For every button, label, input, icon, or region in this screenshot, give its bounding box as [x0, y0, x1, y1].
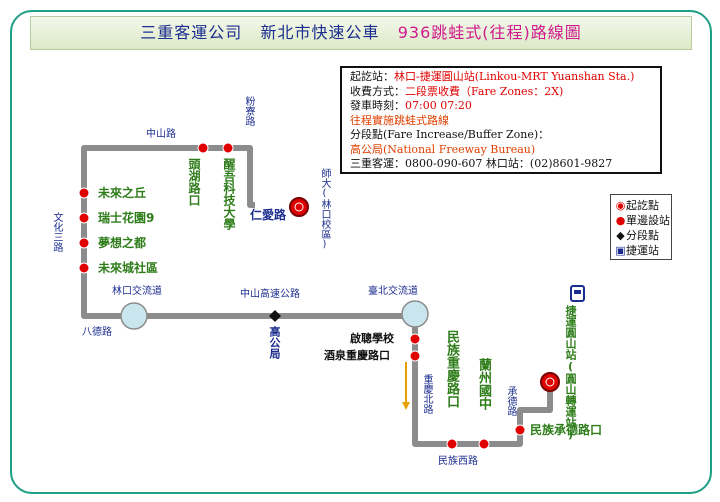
stop-label-gaogongju: 高公局 [268, 326, 281, 359]
interchange-label-linkou: 林口交流道 [112, 286, 162, 297]
map-legend: ◉起訖點 ●單邊設站 ◆分段點 ▣捷運站 [610, 194, 672, 260]
stop-label-weilai: 未來之丘 [98, 186, 147, 200]
road-label-bade: 八德路 [82, 327, 112, 338]
service-name: 新北市快速公車 [260, 23, 380, 42]
stop-label-jiuquan: 酒泉重慶路口 [324, 349, 390, 362]
direction-arrowhead [402, 402, 410, 410]
legend-label-single-side: 單邊設站 [626, 214, 670, 227]
end-stop-ring [545, 377, 555, 387]
stop-marker-jiuquan [409, 350, 421, 362]
stop-marker-minzu-chengde [514, 424, 526, 436]
stop-marker-mengxiang [78, 237, 90, 249]
interchange-label-taipei: 臺北交流道 [368, 286, 418, 297]
legend-item-single-side: ●單邊設站 [615, 213, 670, 228]
stop-label-mengxiang: 夢想之都 [98, 236, 147, 250]
section-point-icon: ◆ [616, 229, 625, 242]
stop-label-xingwu: 醒吾科技大學 [222, 158, 236, 230]
info-fare-value: 二段票收費（Fare Zones：2X) [405, 84, 564, 98]
legend-label-mrt: 捷運站 [626, 244, 659, 257]
stop-marker-ruishi [78, 212, 90, 224]
legend-label-section: 分段點 [626, 229, 659, 242]
info-time-label: 發車時刻： [350, 99, 405, 112]
info-start-label: 起訖站： [350, 70, 394, 83]
stop-marker-lanzhou [478, 438, 490, 450]
info-jump-line: 往程實施跳蛙式路線 [350, 113, 449, 127]
stop-label-toufu: 頭湖路口 [187, 158, 201, 206]
start-stop-marker [289, 197, 309, 217]
stop-label-weilaicheng: 未來城社區 [98, 261, 159, 275]
info-start: 起訖站：林口-捷運圓山站(Linkou-MRT Yuanshan Sta.) [350, 70, 652, 85]
map-frame [10, 10, 712, 494]
single-side-stop-icon: ● [615, 214, 626, 227]
info-section-label: 分段點(Fare Increase/Buffer Zone)： [350, 128, 550, 141]
stop-label-lanzhou: 蘭州國中 [476, 358, 491, 410]
section-point-marker [269, 310, 281, 322]
road-label-zhongshan: 中山路 [146, 129, 176, 140]
info-section-value: 高公局(National Freeway Bureau) [350, 142, 536, 156]
stop-label-start: 師大(林口校區) [319, 168, 330, 250]
legend-item-start-end: ◉起訖點 [615, 198, 667, 213]
start-stop-ring [294, 202, 304, 212]
road-label-renai: 仁愛路 [250, 208, 287, 222]
road-label-wenhua3: 文化三路 [51, 212, 62, 252]
stop-label-minzu-chongqing: 民族重慶路口 [444, 330, 459, 408]
info-phone: 三重客運：0800-090-607 林口站：(02)8601-9827 [350, 157, 613, 170]
road-label-zhongshan-hwy: 中山高速公路 [240, 289, 300, 300]
taipei-interchange-marker [401, 300, 429, 328]
stop-label-minzu-chengde: 民族承德路口 [530, 423, 603, 437]
stop-label-qiting: 啟聰學校 [350, 332, 394, 345]
road-label-fenliao: 粉寮路 [243, 96, 254, 126]
info-start-value: 林口-捷運圓山站(Linkou-MRT Yuanshan Sta.) [394, 70, 635, 83]
legend-item-section: ◆分段點 [615, 228, 667, 243]
end-stop-marker [540, 372, 560, 392]
linkou-interchange-marker [120, 302, 148, 330]
stop-marker-xingwu [222, 142, 234, 154]
company-name: 三重客運公司 [140, 23, 243, 42]
stop-label-ruishi: 瑞士花園9 [98, 211, 155, 225]
road-label-minzu-w: 民族西路 [438, 456, 478, 467]
map-title: 三重客運公司 新北市快速公車 936跳蛙式(往程)路線圖 [30, 16, 692, 50]
mrt-station-legend-icon: ▣ [615, 244, 626, 257]
legend-item-mrt: ▣捷運站 [615, 243, 667, 258]
mrt-station-icon-window [574, 290, 581, 294]
road-label-chengde: 承德路 [505, 386, 516, 416]
info-time-value: 07:00 07:20 [405, 99, 472, 112]
route-name: 跳蛙式(往程)路線圖 [431, 23, 582, 42]
start-end-icon: ◉ [615, 199, 626, 212]
stop-marker-toufu [197, 142, 209, 154]
legend-label-start-end: 起訖點 [626, 199, 659, 212]
stop-marker-weilai [78, 187, 90, 199]
route-number: 936 [397, 23, 432, 42]
info-time: 發車時刻：07:00 07:20 [350, 99, 652, 114]
road-label-chongqing-n: 重慶北路 [421, 374, 432, 414]
route-info-box: 起訖站：林口-捷運圓山站(Linkou-MRT Yuanshan Sta.) 收… [340, 66, 662, 174]
info-fare-label: 收費方式： [350, 84, 405, 98]
info-fare: 收費方式：二段票收費（Fare Zones：2X) [350, 85, 652, 100]
stop-marker-minzu-chongqing [446, 438, 458, 450]
stop-marker-qiting [409, 333, 421, 345]
stop-marker-weilaicheng [78, 262, 90, 274]
stop-label-end: 捷運圓山站(圓山轉運站) [564, 305, 577, 441]
